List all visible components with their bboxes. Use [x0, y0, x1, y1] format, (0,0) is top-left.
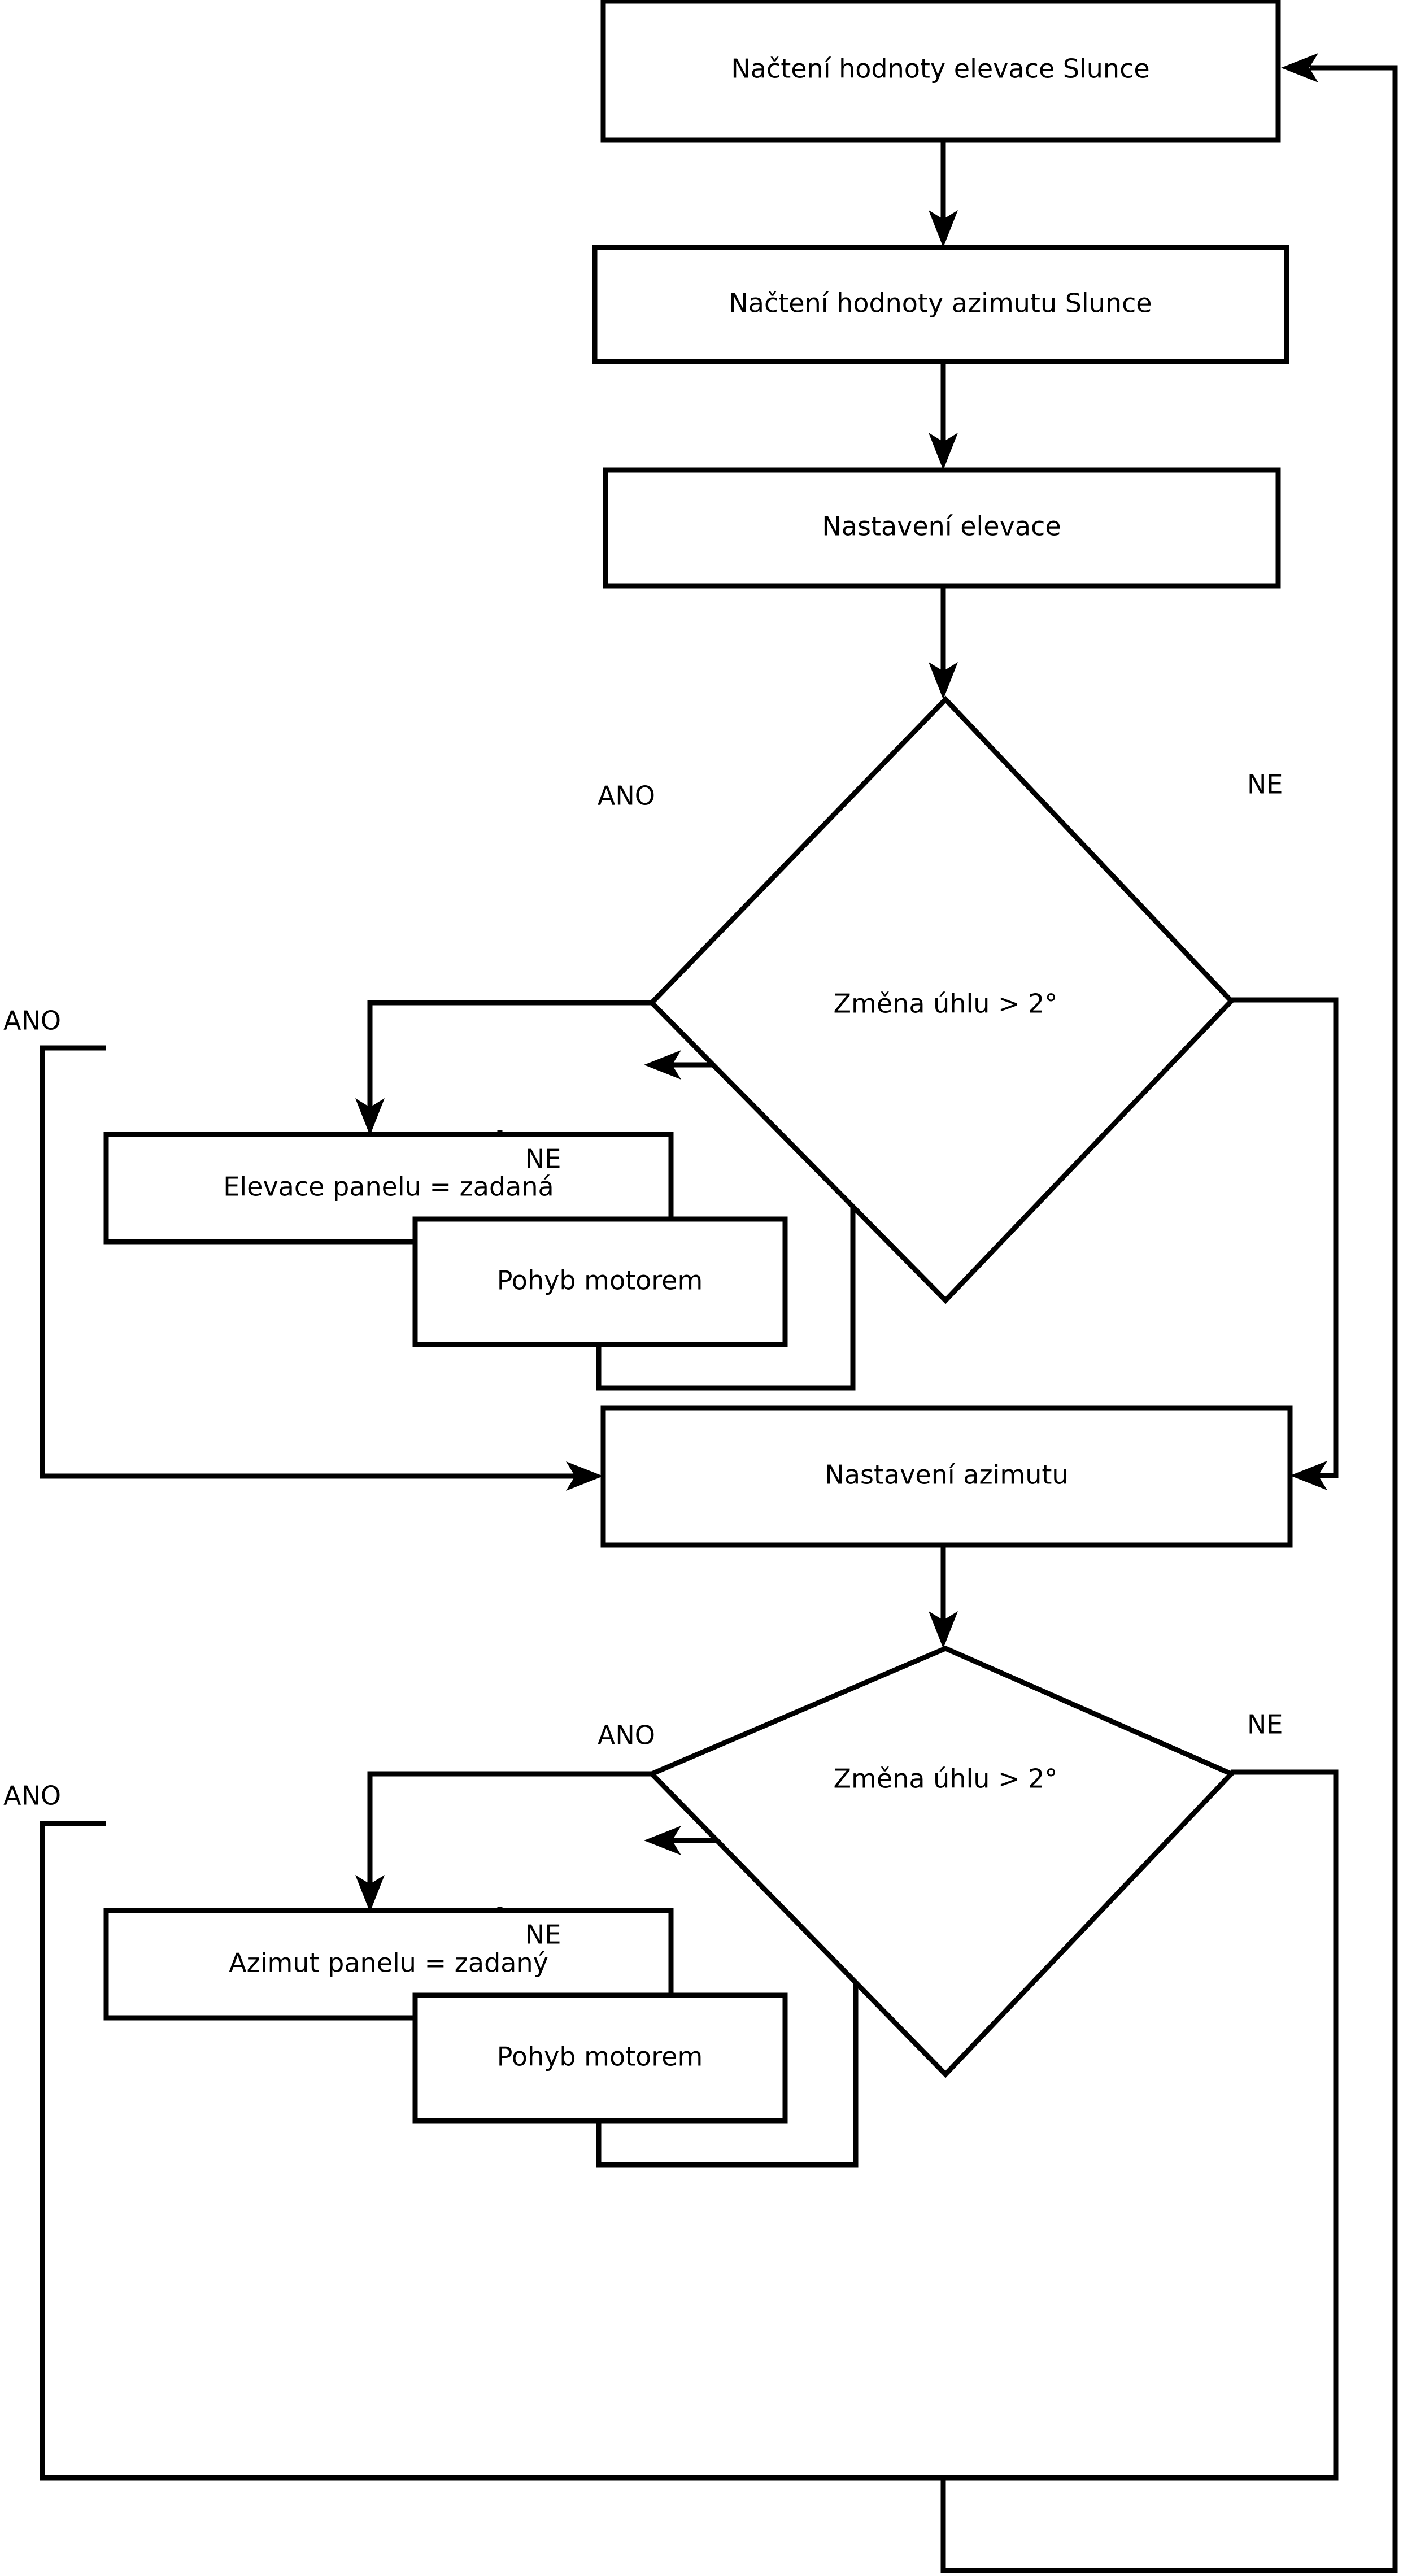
arrowhead-panel-azim-loop-in	[644, 1826, 681, 1855]
arrowhead-set-elevation-in	[929, 433, 958, 470]
node-set-elevation-shape	[603, 467, 1281, 589]
node-read-azimuth-label: Načtení hodnoty azimutu Slunce	[729, 288, 1152, 319]
arrowhead-set-azimuth-right-in	[1290, 1461, 1327, 1490]
node-set-azimuth-label: Nastavení azimutu	[825, 1460, 1068, 1490]
node-read-elevation[interactable]: Načtení hodnoty elevace Slunce	[600, 0, 1281, 143]
node-decision-elevation-shape	[648, 695, 1235, 1304]
node-set-elevation-label: Nastavení elevace	[822, 511, 1061, 542]
arrowhead-panel-azim-in	[355, 1875, 385, 1912]
arrowhead-panel-elev-loop-in	[644, 1050, 681, 1080]
node-decision-azimuth[interactable]: Změna úhlu > 2°	[647, 1646, 1236, 2078]
edge-label-panel-azimuth-yes: ANO	[3, 1781, 61, 1811]
arrowhead-read-azimuth-in	[929, 210, 958, 247]
node-decision-elevation[interactable]: Změna úhlu > 2°	[648, 695, 1235, 1304]
edge-decision-azim-yes	[367, 1771, 652, 1887]
node-set-elevation[interactable]: Nastavení elevace	[603, 467, 1281, 589]
node-decision-azimuth-label: Změna úhlu > 2°	[834, 1764, 1058, 1794]
node-motor-move-elevation[interactable]: Pohyb motorem	[412, 1216, 788, 1347]
node-set-azimuth-shape	[600, 1405, 1293, 1548]
arrowhead-decision-azim-in	[929, 1611, 958, 1648]
edge-decision-elev-no	[1231, 997, 1339, 1478]
edge-label-panel-elevation-no: NE	[525, 1144, 561, 1174]
node-decision-azimuth-shape	[647, 1646, 1236, 2078]
edge-decision-azim-no-return-to-start	[940, 65, 1398, 2573]
edge-label-panel-elevation-yes: ANO	[3, 1006, 61, 1036]
arrowhead-panel-elev-in	[355, 1098, 385, 1135]
arrowhead-decision-elev-in	[929, 662, 958, 699]
arrowhead-set-azimuth-left-in	[566, 1461, 603, 1491]
edge-label-decision-azimuth-yes: ANO	[598, 1720, 655, 1751]
node-read-azimuth-shape	[592, 245, 1289, 364]
edge-decision-elev-yes	[367, 1000, 652, 1110]
node-read-azimuth[interactable]: Načtení hodnoty azimutu Slunce	[592, 245, 1289, 364]
edge-label-decision-elevation-yes: ANO	[598, 781, 655, 811]
edge-panel-elev-yes	[40, 1045, 576, 1479]
node-set-azimuth[interactable]: Nastavení azimutu	[600, 1405, 1293, 1548]
edge-label-decision-elevation-no: NE	[1247, 769, 1283, 800]
edge-panel-azim-yes	[40, 1821, 943, 2481]
node-panel-elevation-equals-label: Elevace panelu = zadaná	[223, 1172, 554, 1202]
edge-label-decision-azimuth-no: NE	[1247, 1709, 1283, 1740]
arrowhead-read-elevation-return-in	[1281, 53, 1318, 82]
node-panel-azimuth-equals-label: Azimut panelu = zadaný	[229, 1948, 548, 1978]
node-read-elevation-shape	[600, 0, 1281, 143]
node-motor-move-azimuth[interactable]: Pohyb motorem	[412, 1992, 788, 2124]
node-motor-move-elevation-shape	[412, 1216, 788, 1347]
node-motor-move-azimuth-label: Pohyb motorem	[497, 2042, 703, 2072]
node-read-elevation-label: Načtení hodnoty elevace Slunce	[731, 54, 1149, 84]
node-decision-elevation-label: Změna úhlu > 2°	[834, 989, 1058, 1019]
node-motor-move-elevation-label: Pohyb motorem	[497, 1265, 703, 1296]
edge-label-panel-azimuth-no: NE	[525, 1920, 561, 1950]
node-motor-move-azimuth-shape	[412, 1992, 788, 2124]
